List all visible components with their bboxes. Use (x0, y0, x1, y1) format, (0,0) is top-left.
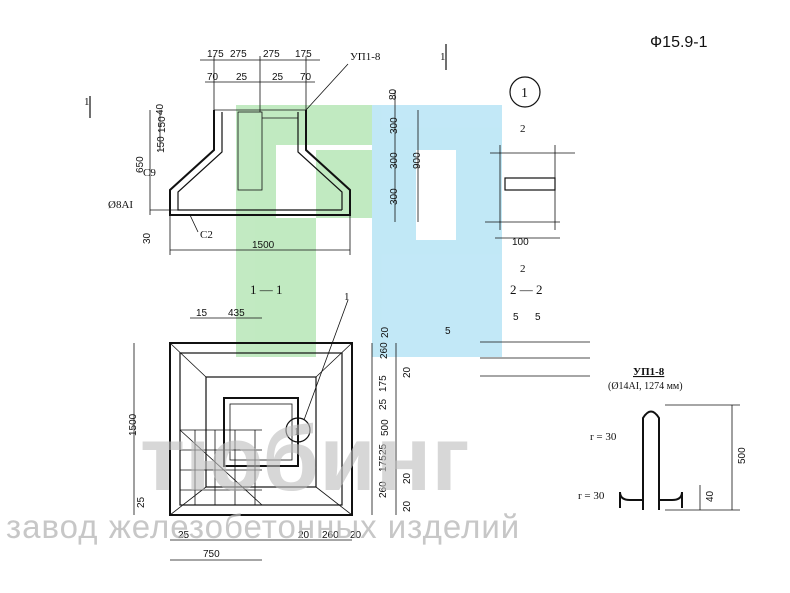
dim-300c: 300 (389, 188, 400, 205)
loop-subtitle: (Ø14АI, 1274 мм) (608, 381, 683, 392)
dim-5c: 5 (535, 312, 541, 323)
dim-150b: 150 (156, 136, 167, 153)
dim-r20b: 20 (402, 366, 413, 378)
dim-300a: 300 (389, 117, 400, 134)
dim-b20a: 20 (298, 530, 310, 541)
dim-80: 80 (388, 88, 399, 100)
dim-175a: 175 (207, 49, 224, 60)
dim-r500: 500 (380, 419, 391, 436)
dim-70a: 70 (207, 72, 219, 83)
watermark-logo (236, 105, 502, 357)
label-c9: С9 (143, 167, 156, 179)
dim-25a: 25 (236, 72, 248, 83)
dim-1500v: 1500 (128, 413, 139, 436)
loop-h40: 40 (705, 490, 716, 502)
dim-900: 900 (412, 152, 423, 169)
loop-radius-bottom: r = 30 (578, 490, 605, 502)
dim-r25a: 25 (378, 398, 389, 410)
dim-b25: 25 (178, 530, 190, 541)
dim-435: 435 (228, 308, 245, 319)
cut-mark-2-bottom: 2 (520, 263, 526, 275)
cut-mark-top: 1 (440, 51, 446, 63)
watermark-tagline: завод железобетонных изделий (6, 508, 520, 545)
lifting-loop-detail: УП1-8 (Ø14АI, 1274 мм) 500 40 r = 30 r =… (578, 366, 748, 511)
dim-25left: 25 (136, 496, 147, 508)
dim-b20b: 20 (350, 530, 362, 541)
dim-100: 100 (512, 237, 529, 248)
dim-40: 40 (155, 103, 166, 115)
dim-r20d: 20 (402, 500, 413, 512)
dim-r175b: 175 (378, 455, 389, 472)
dim-r25b: 25 (378, 443, 389, 455)
dim-r175a: 175 (378, 375, 389, 392)
dim-175b: 175 (295, 49, 312, 60)
dim-b260: 260 (322, 530, 339, 541)
dim-r260b: 260 (378, 481, 389, 498)
dim-5a: 5 (445, 326, 451, 337)
dim-1500: 1500 (252, 240, 275, 251)
loop-title: УП1-8 (633, 366, 665, 378)
detail-2: 100 2 2 2 — 2 5 5 5 (445, 123, 590, 377)
dim-r260a: 260 (379, 342, 390, 359)
dim-25b: 25 (272, 72, 284, 83)
plan-view: 15 435 1500 25 1 1 20 260 20 175 25 500 … (128, 291, 413, 561)
dim-15: 15 (196, 308, 208, 319)
dim-275b: 275 (263, 49, 280, 60)
plan-callout (285, 417, 311, 443)
dim-5b: 5 (513, 312, 519, 323)
dim-r20a: 20 (380, 326, 391, 338)
dim-70b: 70 (300, 72, 312, 83)
callout-number: 1 (521, 86, 528, 101)
dim-275a: 275 (230, 49, 247, 60)
label-up18: УП1-8 (350, 51, 381, 63)
cut-mark-left: 1 (84, 96, 90, 108)
label-o8ai: Ø8АI (108, 199, 133, 211)
plan-callout-leader-label: 1 (344, 291, 350, 303)
title-section-2-2: 2 — 2 (510, 282, 543, 297)
dim-300b: 300 (389, 152, 400, 169)
label-c2: С2 (200, 229, 213, 241)
dim-r20c: 20 (402, 472, 413, 484)
loop-h500: 500 (737, 447, 748, 464)
dim-150a: 150 (157, 116, 168, 133)
dim-650: 650 (135, 156, 146, 173)
plan-callout-number: 1 (294, 426, 300, 438)
dim-b750: 750 (203, 549, 220, 560)
drawing-mark: Ф15.9-1 (650, 34, 708, 51)
cut-mark-2-top: 2 (520, 123, 526, 135)
title-section-1-1: 1 — 1 (250, 282, 283, 297)
dim-30: 30 (142, 232, 153, 244)
loop-radius-top: r = 30 (590, 431, 617, 443)
callout-circle (509, 76, 541, 108)
section-1-1: 175 275 275 175 70 25 25 70 УП1-8 650 40… (84, 44, 447, 297)
watermark-brand: тюбинг (140, 408, 470, 510)
